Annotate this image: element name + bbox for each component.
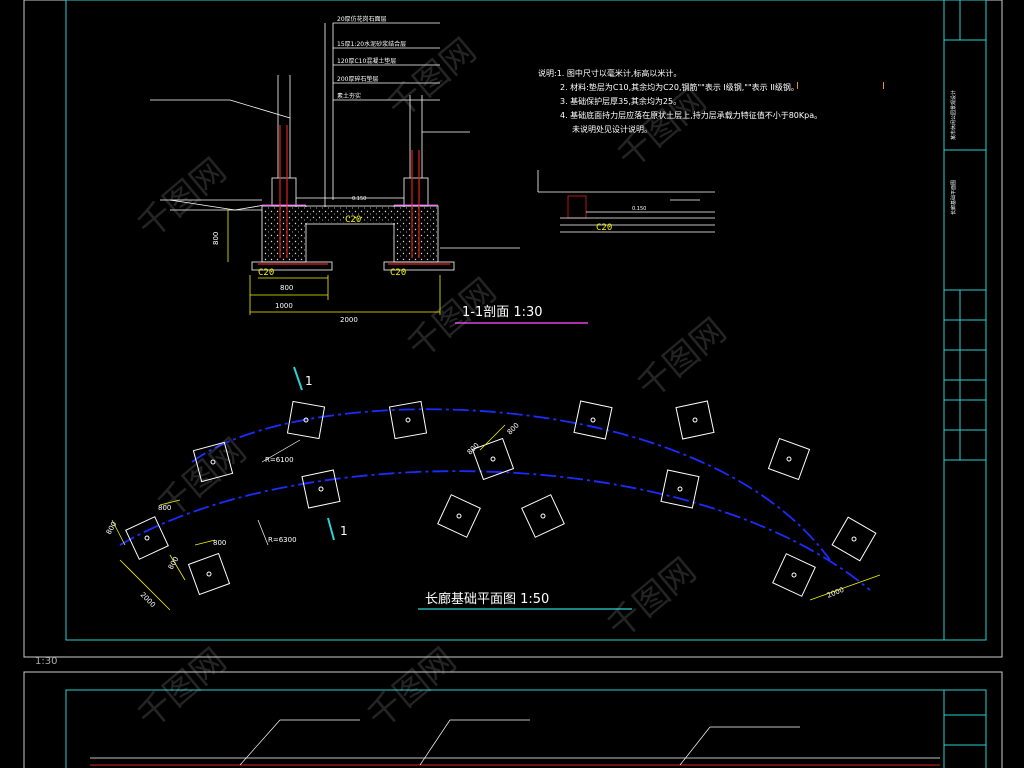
watermark-text: 千图网 [130, 641, 234, 737]
radius-label-6300: R=6300 [268, 536, 297, 544]
title-block: 长廊基础平面图 某市休闲公园景观设计 [943, 0, 986, 640]
footing-pad [388, 400, 428, 440]
footing-pad [831, 516, 877, 562]
plan-dim-2000-left: 2000 [139, 591, 157, 609]
cut-label-top: 1 [305, 374, 313, 388]
title-block-project-name: 某市休闲公园景观设计 [950, 90, 957, 140]
layer-label-2: 15厚1:20水泥砂浆结合层 [337, 40, 406, 48]
layer-label-5: 素土夯实 [337, 92, 361, 100]
footing-pad [192, 441, 234, 483]
footing-pad [767, 437, 811, 481]
watermark-text: 千图网 [600, 551, 704, 647]
footing-pad [660, 469, 700, 509]
section-title: 1-1剖面 1:30 [462, 305, 543, 320]
cut-line-top [293, 366, 303, 391]
footing-pad [772, 553, 816, 597]
lower-sheet: 1:30 [23, 656, 1003, 768]
pour-label-right: C20 [390, 268, 406, 278]
note-line-5: 未说明处见设计说明。 [572, 124, 652, 134]
layer-label-1: 20厚仿花岗石面层 [337, 15, 387, 23]
dim-width-1000: 1000 [275, 302, 293, 310]
plan-dim-800-e: 800 [466, 441, 481, 456]
note-line-2: 2. 材料:垫层为C10,其余均为C20,钢筋""表示 I级钢,""表示 II级… [560, 82, 799, 92]
note-line-4: 4. 基础底面持力层应落在原状土层上,持力层承载力特征值不小于80Kpa。 [560, 110, 822, 120]
footing-pad [675, 400, 715, 440]
plan-dim-800-b: 800 [158, 504, 171, 512]
step-pour-label: C20 [596, 223, 612, 233]
footing-pad [521, 494, 565, 538]
note-marker-2: I [882, 81, 885, 92]
layer-label-4: 200厚碎石垫层 [337, 75, 378, 83]
title-block-drawing-name: 长廊基础平面图 [950, 180, 957, 215]
plan-dim-800-d: 800 [213, 539, 226, 547]
footing-group [125, 400, 877, 597]
plan-title: 长廊基础平面图 1:50 [425, 591, 549, 607]
lower-caption: 1:30 [35, 656, 57, 667]
footing-pad [437, 494, 481, 538]
note-marker-1: I [796, 81, 799, 92]
footing-pad [187, 552, 231, 596]
dim-height-800: 800 [212, 232, 220, 245]
elevation-a: 0.150 [352, 196, 366, 202]
radius-label-6100: R=6100 [265, 456, 294, 464]
plan-dim-800-f: 800 [506, 421, 521, 436]
layer-label-3: 120厚C10混凝土垫层 [337, 57, 396, 65]
plan-dim-2000-right: 2000 [826, 586, 846, 600]
footing-pad [573, 400, 613, 440]
pour-label-slab: C20 [345, 215, 361, 225]
note-line-3: 3. 基础保护层厚35,其余均为25。 [560, 96, 681, 106]
note-line-1: 说明:1. 图中尺寸以毫米计,标高以米计。 [538, 68, 681, 78]
cut-label-bottom: 1 [340, 524, 348, 538]
elevation-b: 0.150 [632, 206, 646, 212]
dim-width-800: 800 [280, 284, 293, 292]
watermark-text: 千图网 [150, 431, 254, 527]
inner-frame [65, 0, 987, 641]
footing-pad [286, 400, 326, 440]
section-1-1: C20 C20 C20 800 800 1000 2000 0.150 20厚仿… [150, 15, 588, 324]
footing-pad [301, 469, 341, 509]
dim-width-2000: 2000 [340, 316, 358, 324]
watermark-layer: 千图网千图网千图网千图网千图网千图网千图网千图网千图网 [130, 31, 734, 737]
watermark-text: 千图网 [630, 311, 734, 407]
cut-line-bottom [327, 517, 335, 541]
step-detail: C20 0.150 [537, 170, 715, 233]
outer-sheet-border [23, 0, 1003, 658]
inner-axis-arc [119, 470, 871, 591]
notes-block: 说明:1. 图中尺寸以毫米计,标高以米计。 2. 材料:垫层为C10,其余均为C… [538, 68, 885, 134]
footing-pad [125, 516, 169, 560]
footing-pad [471, 437, 515, 481]
outer-axis-arc [191, 408, 831, 561]
pour-label-left: C20 [258, 268, 274, 278]
